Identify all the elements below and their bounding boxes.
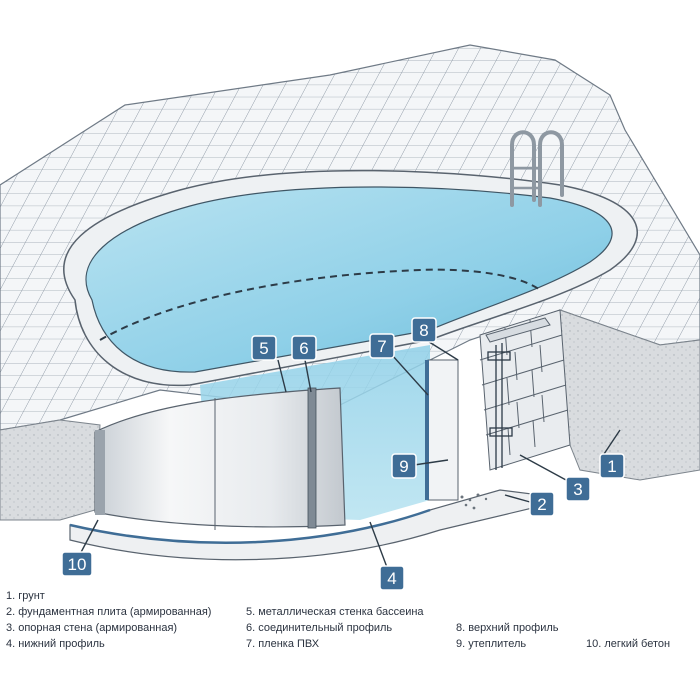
callout-badge-7: 7 <box>369 333 395 359</box>
bottom-profile <box>69 508 431 545</box>
callout-number: 6 <box>299 339 308 358</box>
legend-item-3: 3. опорная стена (армированная) <box>6 622 178 634</box>
legend-item-7: 7. пленка ПВХ <box>246 638 320 650</box>
callout-badge-4: 4 <box>379 565 405 590</box>
metal-pool-wall <box>94 387 346 528</box>
gravel <box>460 493 488 510</box>
legend-item-2: 2. фундаментная плита (армированная) <box>6 606 212 618</box>
callout-number: 3 <box>573 480 582 499</box>
legend-item-1: 1. грунт <box>6 590 45 602</box>
callout-badge-10: 10 <box>61 551 93 577</box>
legend-item-9: 9. утеплитель <box>456 638 527 650</box>
callout-number: 2 <box>537 495 546 514</box>
leader-lines <box>77 339 621 571</box>
insulation-panel <box>427 359 459 501</box>
callout-badge-8: 8 <box>411 317 437 343</box>
callout-number: 8 <box>419 321 428 340</box>
callout-badge-1: 1 <box>599 453 625 479</box>
callout-number: 7 <box>377 337 386 356</box>
legend: 1. грунт 2. фундаментная плита (армирова… <box>0 590 700 700</box>
waterline-dashes <box>99 268 541 341</box>
callout-badge-2: 2 <box>529 491 555 517</box>
callout-number: 1 <box>607 457 616 476</box>
light-concrete-edge <box>95 430 105 515</box>
callout-badge-3: 3 <box>565 476 591 502</box>
soil-left <box>0 419 101 521</box>
pvc-liner-edge <box>425 360 429 500</box>
pool-ladder <box>510 130 564 207</box>
legend-item-6: 6. соединительный профиль <box>246 622 393 634</box>
pool-cutaway-diagram: 1 2 3 4 5 6 7 8 9 10 <box>0 44 700 590</box>
callout-number: 10 <box>68 555 87 574</box>
legend-item-4: 4. нижний профиль <box>6 638 105 650</box>
connecting-profile <box>307 387 317 529</box>
callout-number: 5 <box>259 339 268 358</box>
legend-item-10: 10. легкий бетон <box>586 638 671 650</box>
callout-number: 9 <box>399 457 408 476</box>
callout-badge-6: 6 <box>291 335 317 361</box>
rebar <box>487 343 513 470</box>
callout-number: 4 <box>387 569 396 588</box>
callout-badge-5: 5 <box>251 335 277 361</box>
legend-item-5: 5. металлическая стенка бассеина <box>246 606 424 618</box>
top-profile <box>485 317 551 343</box>
legend-item-8: 8. верхний профиль <box>456 622 559 634</box>
callout-badge-9: 9 <box>391 453 417 479</box>
pool-water-surface <box>85 186 613 373</box>
